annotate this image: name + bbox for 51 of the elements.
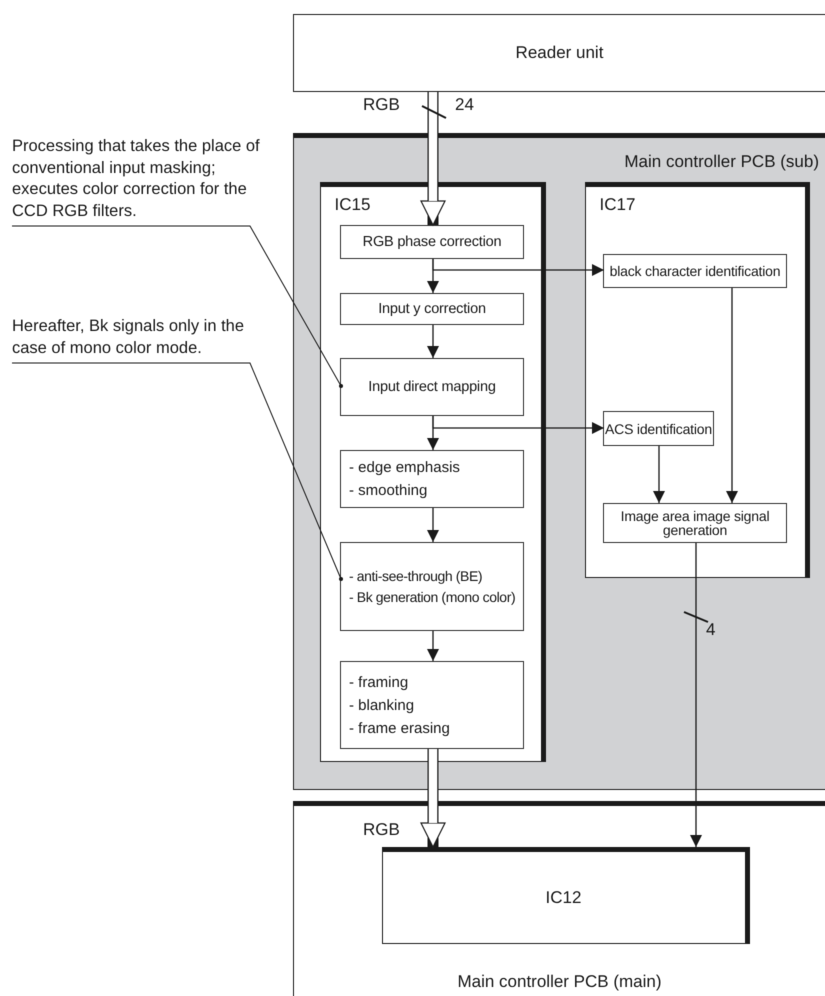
arrow [432,259,604,276]
leader-line [12,362,343,581]
section-title: IC17 [600,195,636,215]
box-text: RGB phase correction [362,234,502,250]
arrow [432,416,604,434]
box-text: - blanking [349,696,416,714]
box-text: - anti-see-through (BE) [349,566,484,586]
box-text: black character identification [610,264,780,278]
circuit-board-panel [293,801,825,996]
box-text: - frame erasing [349,720,451,736]
arrow [690,543,702,847]
section-title: IC15 [334,195,370,215]
section-title: Main controller PCB (sub) [624,152,819,172]
arrow [427,631,439,661]
leader-line [12,226,343,388]
bus-width-label: 24 [455,95,474,115]
arrow [653,446,665,503]
box-text: Reader unit [516,43,604,63]
bus-width-label: 4 [706,620,716,640]
process-box [340,542,524,631]
wide-arrow [420,749,446,848]
box-text: - Bk generation (mono color) [349,588,516,606]
process-box [603,503,787,543]
box-text: Input direct mapping [368,379,496,395]
arrow [427,508,439,542]
chip-box [584,182,810,578]
process-box [340,358,524,416]
box-text: - framing [349,674,410,690]
process-box [603,254,787,288]
process-box [340,661,524,749]
note-text: Processing that takes the place of conventional input masking; [12,136,261,179]
note-text: executes color correction for the CCD RGB filters. [12,179,248,222]
process-box [603,411,714,446]
box-text: - edge emphasis [349,459,461,476]
chip-box [382,847,750,944]
wide-arrow [420,92,446,226]
unit-box [293,14,825,92]
box-text: Image area image signal generation [620,509,770,537]
circuit-board-panel [293,133,825,790]
process-box [340,225,524,259]
arrow [726,288,738,503]
note-text: Hereafter, Bk signals only in the case of mono color mode. [12,316,246,359]
process-box [340,450,524,508]
arrow [427,325,439,358]
box-text: ACS identification [605,422,712,436]
chip-box [320,182,546,762]
box-text: IC12 [546,888,582,908]
section-title: Main controller PCB (main) [456,972,663,992]
box-text: - smoothing [349,482,428,499]
process-box [340,293,524,325]
box-text: Input y correction [378,301,486,317]
